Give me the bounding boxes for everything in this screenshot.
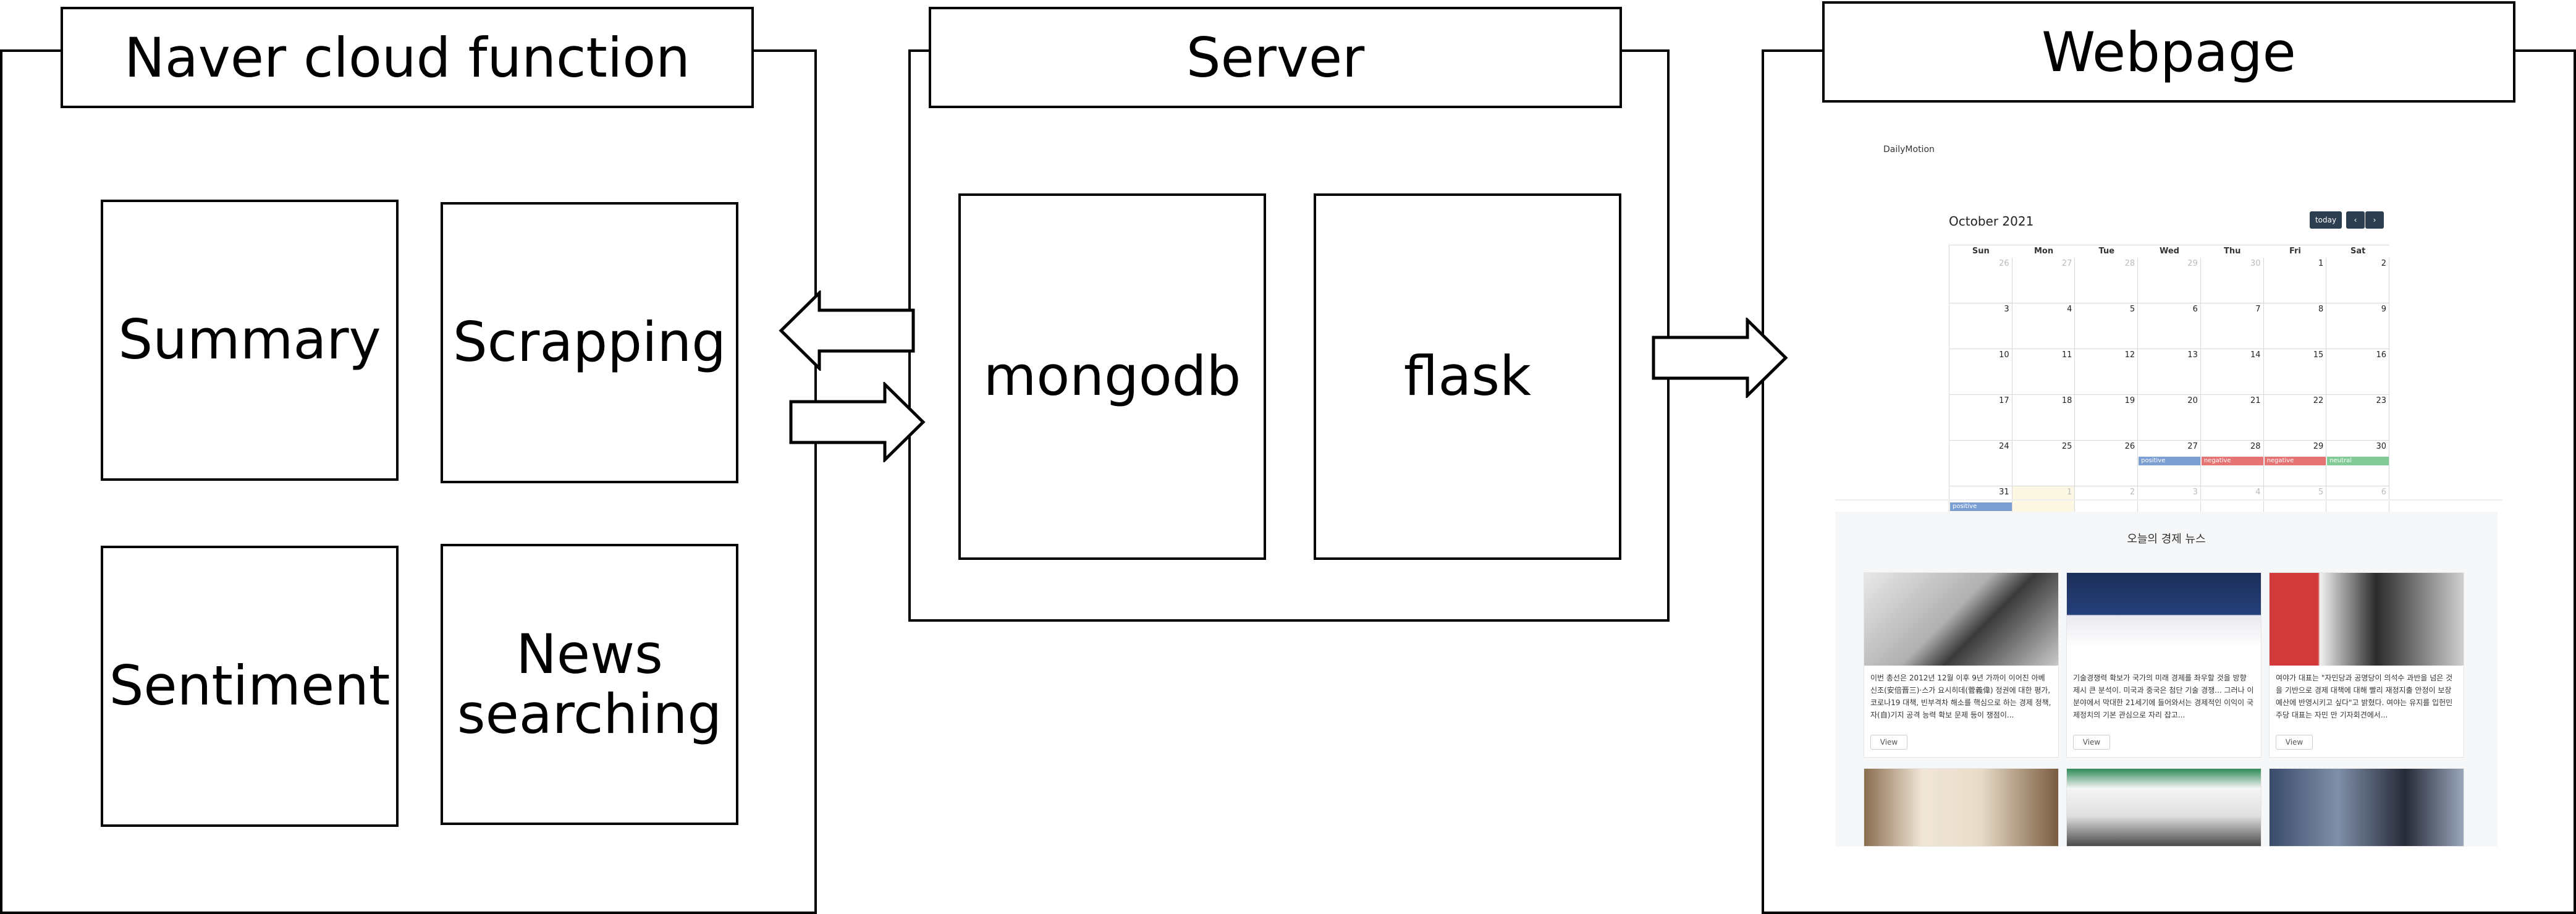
news-photo [1864, 769, 2058, 846]
calendar-day[interactable]: 6 [2138, 303, 2201, 349]
chevron-right-icon: › [2373, 216, 2376, 224]
webpage-title: Webpage [1822, 1, 2515, 103]
next-month-button[interactable]: › [2365, 211, 2384, 229]
news-card[interactable]: 여야가 대표는 "자민당과 공명당이 의석수 과반을 넘은 것을 기반으로 경제… [2269, 572, 2464, 758]
calendar-day[interactable]: 27 [2012, 258, 2076, 303]
view-button[interactable]: View [1870, 735, 1907, 750]
sentiment-module: Sentiment [101, 546, 399, 827]
mongodb-module: mongodb [958, 193, 1266, 560]
weekday-header: Sat [2350, 247, 2366, 256]
weekday-header: Wed [2159, 247, 2179, 256]
news-card[interactable]: 기술경쟁력 확보가 국가의 미래 경제를 좌우할 것을 방향 제시 큰 분석이.… [2066, 572, 2261, 758]
calendar-day[interactable]: 7 [2200, 303, 2264, 349]
calendar-day[interactable]: 21 [2200, 395, 2264, 441]
calendar-day[interactable]: 20 [2138, 395, 2201, 441]
calendar-event[interactable]: neutral [2327, 457, 2389, 465]
calendar-day[interactable]: 13 [2138, 349, 2201, 395]
calendar-day[interactable]: 4 [2012, 303, 2076, 349]
scrapping-module: Scrapping [441, 202, 738, 483]
calendar-day[interactable]: 16 [2326, 349, 2389, 395]
calendar-day[interactable]: 11 [2012, 349, 2076, 395]
prev-month-button[interactable]: ‹ [2346, 211, 2365, 229]
news-summary: 여야가 대표는 "자민당과 공명당이 의석수 과반을 넘은 것을 기반으로 경제… [2276, 674, 2453, 719]
naver-cloud-function-title: Naver cloud function [61, 7, 754, 108]
calendar-event[interactable]: negative [2201, 457, 2263, 465]
calendar-day[interactable]: 26 [1949, 258, 2012, 303]
calendar-month-label: October 2021 [1949, 214, 2034, 229]
brand-label[interactable]: DailyMotion [1883, 145, 1935, 154]
news-photo [2067, 769, 2261, 846]
view-button[interactable]: View [2276, 735, 2313, 750]
weekday-header: Mon [2033, 247, 2054, 256]
calendar-day[interactable]: 24 [1949, 441, 2012, 486]
news-heading: 오늘의 경제 뉴스 [2127, 533, 2206, 546]
right-arrow-icon [1652, 318, 1788, 398]
calendar-day[interactable]: 18 [2012, 395, 2076, 441]
chevron-left-icon: ‹ [2354, 216, 2357, 224]
news-photo [2067, 573, 2261, 666]
calendar-day[interactable]: 25 [2012, 441, 2076, 486]
calendar-day[interactable]: 8 [2263, 303, 2327, 349]
right-arrow-icon [789, 382, 926, 462]
calendar-day[interactable]: 14 [2200, 349, 2264, 395]
section-divider [1835, 499, 2502, 501]
calendar-day[interactable]: 29 [2263, 441, 2327, 486]
calendar: October 2021 today ‹ › Sun Mon Tue Wed Thu Fr… [1949, 210, 2389, 532]
calendar-day[interactable]: 5 [2075, 303, 2139, 349]
calendar-day[interactable]: 1 [2263, 258, 2327, 303]
summary-module: Summary [101, 200, 399, 481]
calendar-day[interactable]: 27 [2138, 441, 2201, 486]
today-button[interactable]: today [2310, 211, 2342, 229]
news-card[interactable]: 이번 총선은 2012년 12월 이후 9년 가까이 이어진 아베 신조(安倍晋… [1864, 572, 2059, 758]
webpage-content: DailyMotion October 2021 today ‹ › Sun Mo… [1835, 124, 2502, 847]
calendar-event[interactable]: negative [2264, 457, 2326, 465]
calendar-day[interactable]: 29 [2138, 258, 2201, 303]
news-summary: 기술경쟁력 확보가 국가의 미래 경제를 좌우할 것을 방향 제시 큰 분석이.… [2073, 674, 2254, 719]
calendar-day[interactable]: 26 [2075, 441, 2139, 486]
news-photo [2270, 769, 2464, 846]
calendar-day[interactable]: 28 [2075, 258, 2139, 303]
calendar-day[interactable]: 28 [2200, 441, 2264, 486]
view-button[interactable]: View [2073, 735, 2110, 750]
weekday-header: Sun [1972, 247, 1990, 256]
calendar-event[interactable]: positive [2139, 457, 2200, 465]
news-photo [1864, 573, 2058, 666]
news-card[interactable] [2269, 768, 2464, 847]
calendar-day[interactable]: 9 [2326, 303, 2389, 349]
calendar-day[interactable]: 10 [1949, 349, 2012, 395]
calendar-day[interactable]: 12 [2075, 349, 2139, 395]
flask-module: flask [1314, 193, 1621, 560]
calendar-day[interactable]: 19 [2075, 395, 2139, 441]
weekday-header: Fri [2289, 247, 2301, 256]
calendar-day[interactable]: 3 [1949, 303, 2012, 349]
calendar-day[interactable]: 17 [1949, 395, 2012, 441]
calendar-day[interactable]: 2 [2326, 258, 2389, 303]
calendar-event[interactable]: positive [1950, 502, 2012, 511]
news-section: 오늘의 경제 뉴스 이번 총선은 2012년 12월 이후 9년 가까이 이어진… [1835, 512, 2498, 847]
news-summary: 이번 총선은 2012년 12월 이후 9년 가까이 이어진 아베 신조(安倍晋… [1870, 674, 2051, 719]
calendar-day[interactable]: 30 [2326, 441, 2389, 486]
calendar-day[interactable]: 23 [2326, 395, 2389, 441]
left-arrow-icon [779, 290, 915, 371]
news-card[interactable] [2066, 768, 2261, 847]
news-searching-module: News searching [441, 544, 738, 825]
news-card[interactable] [1864, 768, 2059, 847]
server-title: Server [929, 7, 1622, 108]
weekday-header: Tue [2098, 247, 2115, 256]
calendar-day[interactable]: 22 [2263, 395, 2327, 441]
news-photo [2270, 573, 2464, 666]
calendar-day[interactable]: 30 [2200, 258, 2264, 303]
weekday-header: Thu [2224, 247, 2241, 256]
calendar-day[interactable]: 15 [2263, 349, 2327, 395]
